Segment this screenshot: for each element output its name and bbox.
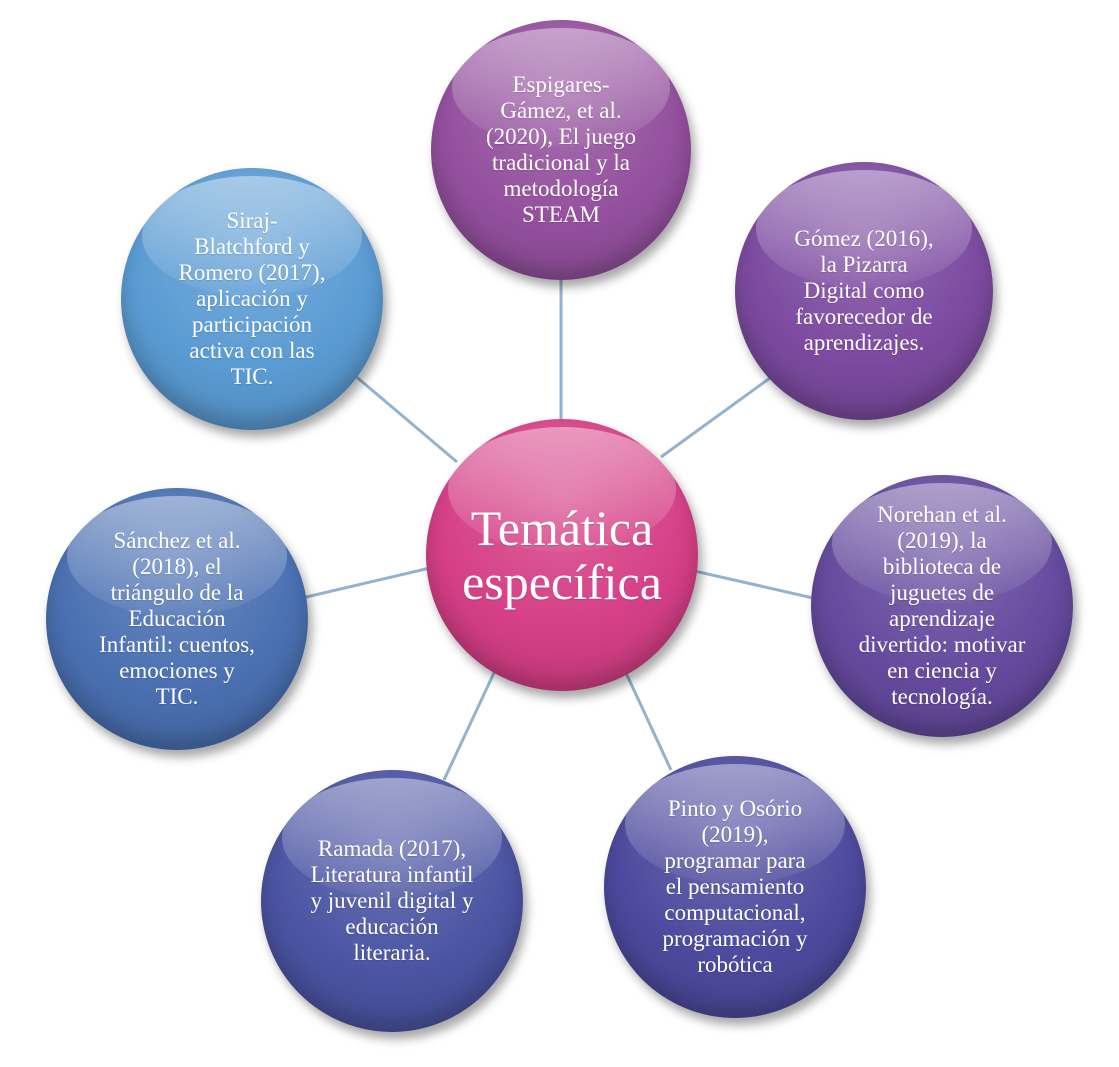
node-ramada: Ramada (2017), Literatura infantil y juv… (261, 770, 523, 1032)
connector-sanchez (301, 566, 431, 600)
node-sanchez: Sánchez et al. (2018), el triángulo de l… (46, 488, 308, 750)
node-norehan-label: Norehan et al. (2019), la biblioteca de … (858, 502, 1026, 709)
center-label: Temática específica (462, 500, 662, 610)
node-pinto: Pinto y Osório (2019), programar para el… (604, 756, 866, 1018)
connector-norehan (689, 568, 823, 602)
node-ramada-label: Ramada (2017), Literatura infantil y juv… (310, 836, 474, 965)
node-pinto-label: Pinto y Osório (2019), programar para el… (662, 796, 808, 977)
node-sanchez-label: Sánchez et al. (2018), el triángulo de l… (99, 528, 255, 709)
node-center: Temática específica (426, 419, 698, 691)
connector-gomez (660, 376, 771, 459)
connector-ramada (442, 659, 502, 781)
node-espigares-label: Espigares- Gámez, et al. (2020), El jueg… (485, 72, 637, 227)
node-gomez: Gómez (2016), la Pizarra Digital como fa… (735, 162, 993, 420)
node-gomez-label: Gómez (2016), la Pizarra Digital como fa… (794, 226, 934, 355)
node-espigares: Espigares- Gámez, et al. (2020), El jueg… (431, 20, 691, 280)
connector-pinto (618, 659, 673, 771)
node-norehan: Norehan et al. (2019), la biblioteca de … (811, 475, 1073, 737)
connector-siraj (352, 372, 458, 464)
node-siraj-label: Siraj- Blatchford y Romero (2017), aplic… (178, 208, 326, 389)
node-siraj: Siraj- Blatchford y Romero (2017), aplic… (121, 168, 383, 430)
